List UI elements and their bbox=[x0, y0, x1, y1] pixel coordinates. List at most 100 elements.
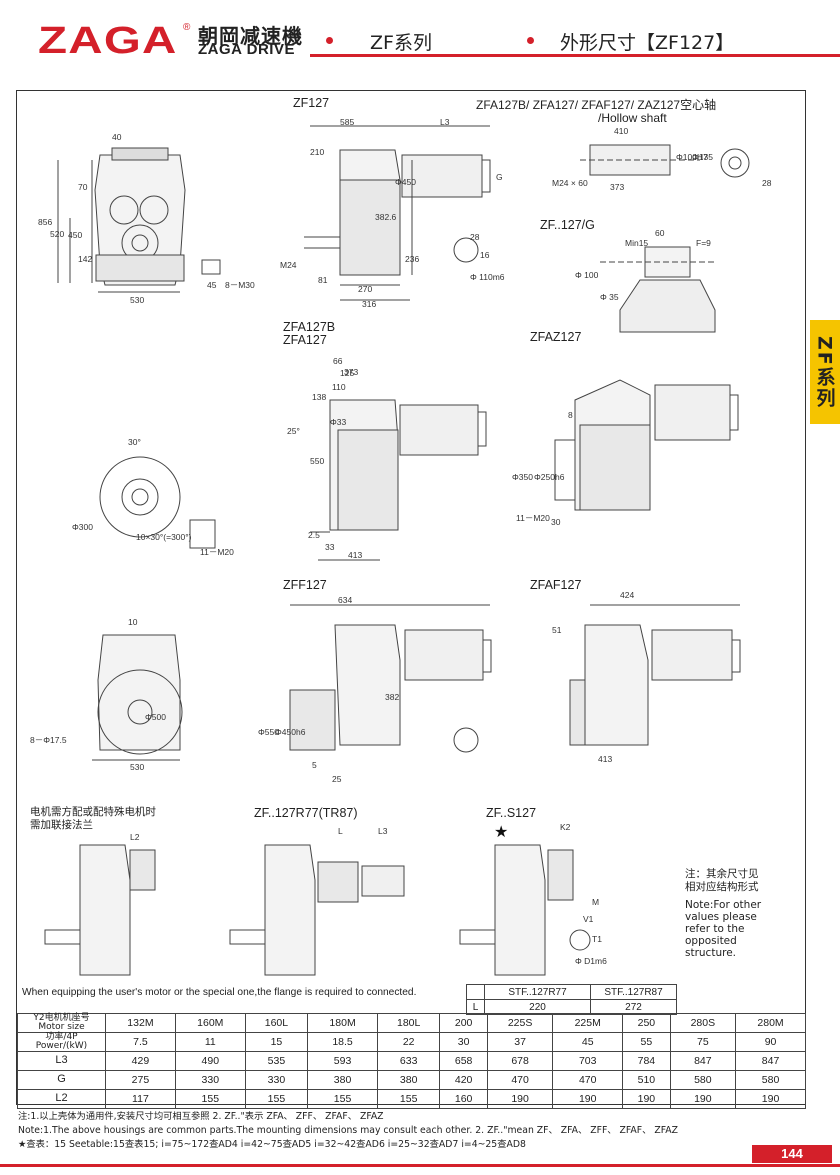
dim-label: V1 bbox=[583, 914, 594, 924]
table-cell: 45 bbox=[552, 1032, 624, 1052]
dim-label: Φ D1m6 bbox=[575, 956, 607, 966]
table-cell: 420 bbox=[439, 1070, 488, 1090]
table-cell: 11 bbox=[174, 1032, 246, 1052]
view-title: ZFA127 bbox=[283, 333, 327, 347]
table-cell: 15 bbox=[244, 1032, 309, 1052]
dim-label: 66 bbox=[333, 356, 343, 366]
table-cell: 132M bbox=[105, 1013, 176, 1033]
registered-mark: ® bbox=[183, 22, 191, 33]
dim-label: 236 bbox=[405, 254, 419, 264]
table-cell: 535 bbox=[244, 1051, 309, 1071]
dim-label: Φ300 bbox=[72, 522, 93, 532]
dim-label: 8－M30 bbox=[225, 280, 255, 290]
dim-label: Φ350 bbox=[512, 472, 533, 482]
motor-note-cn: 电机需方配或配特殊电机时 bbox=[30, 806, 156, 818]
table-cell: 155 bbox=[307, 1089, 378, 1109]
dim-label: 2.5 bbox=[308, 530, 320, 540]
stf-table: STF..127R77 STF..127R87 L 220 272 bbox=[466, 984, 677, 1015]
dim-label: F=9 bbox=[696, 238, 711, 248]
brand-name-en: ZAGA DRIVE bbox=[198, 41, 295, 58]
dim-label: 634 bbox=[338, 595, 352, 605]
table-cell: 510 bbox=[622, 1070, 671, 1090]
dim-label: G bbox=[496, 172, 503, 182]
star-icon: ★ bbox=[494, 824, 509, 841]
row-header: L2 bbox=[17, 1089, 106, 1109]
zff127-front-drawing bbox=[92, 634, 183, 761]
brand-name-cn: 朝岡减速機 bbox=[198, 24, 303, 48]
table-cell: 75 bbox=[669, 1032, 737, 1052]
dim-label: 270 bbox=[358, 284, 372, 294]
dim-label: 11－M20 bbox=[516, 513, 550, 523]
dim-label: 30 bbox=[551, 517, 561, 527]
dim-label: 142 bbox=[78, 254, 92, 264]
dim-label: L2 bbox=[130, 832, 140, 842]
brand-logo: ZAGA bbox=[38, 20, 178, 62]
dim-label: M24 bbox=[280, 260, 297, 270]
equip-note: When equipping the user's motor or the s… bbox=[22, 987, 417, 998]
row-header: L3 bbox=[17, 1051, 106, 1071]
page-title: 外形尺寸【ZF127】 bbox=[560, 32, 735, 54]
dim-label: 8 bbox=[568, 410, 573, 420]
dim-label: 30° bbox=[128, 437, 141, 447]
view-title: ZFAZ127 bbox=[530, 330, 582, 344]
dim-label: Φ33 bbox=[330, 417, 347, 427]
dim-label: Φ450 bbox=[395, 177, 416, 187]
table-cell: 55 bbox=[622, 1032, 671, 1052]
table-cell: 155 bbox=[174, 1089, 246, 1109]
table-cell: 190 bbox=[735, 1089, 806, 1109]
table-cell: 658 bbox=[439, 1051, 488, 1071]
table-cell: 330 bbox=[244, 1070, 309, 1090]
table-cell: 703 bbox=[552, 1051, 624, 1071]
table-cell: 190 bbox=[669, 1089, 737, 1109]
dim-label: 51 bbox=[552, 625, 562, 635]
dim-label: 40 bbox=[112, 132, 122, 142]
dim-label: 382.6 bbox=[375, 212, 397, 222]
dim-label: 5 bbox=[312, 760, 317, 770]
table-cell: 160 bbox=[439, 1089, 488, 1109]
series-label: ZF系列 bbox=[370, 32, 432, 54]
footer-rule bbox=[0, 1164, 840, 1167]
dim-label: 81 bbox=[318, 275, 328, 285]
table-cell: 380 bbox=[376, 1070, 441, 1090]
view-title: ZFAF127 bbox=[530, 578, 582, 592]
dim-label: 382 bbox=[385, 692, 399, 702]
dim-label: 8－Φ17.5 bbox=[30, 735, 67, 745]
table-cell: 280S bbox=[669, 1013, 737, 1033]
dim-label: 10 bbox=[128, 617, 138, 627]
footnote-en: Note:1.The above housings are common par… bbox=[18, 1125, 678, 1136]
dim-label: 25° bbox=[287, 426, 300, 436]
stf-header: STF..127R77 bbox=[484, 984, 591, 1000]
table-cell: 190 bbox=[622, 1089, 671, 1109]
table-cell: 90 bbox=[735, 1032, 806, 1052]
dim-label: 70 bbox=[78, 182, 88, 192]
table-cell: 30 bbox=[439, 1032, 488, 1052]
page-number: 144 bbox=[752, 1145, 832, 1163]
dim-label: 373 bbox=[344, 367, 358, 377]
header-rule bbox=[310, 54, 840, 57]
front-view-drawing bbox=[57, 147, 221, 293]
table-cell: 7.5 bbox=[105, 1032, 176, 1052]
series-side-tab[interactable]: ZF系列 bbox=[810, 320, 840, 424]
dim-label: 450 bbox=[68, 230, 82, 240]
dim-label: Φ135 bbox=[692, 152, 713, 162]
dim-label: 33 bbox=[325, 542, 335, 552]
dim-label: 520 bbox=[50, 229, 64, 239]
table-cell: 580 bbox=[669, 1070, 737, 1090]
table-cell: 784 bbox=[622, 1051, 671, 1071]
footnote-ratio: ★查表：15 Seetable:15查表15; i=75~172查AD4 i=4… bbox=[18, 1139, 526, 1150]
dim-label: Φ 35 bbox=[600, 292, 619, 302]
dim-label: 125 bbox=[340, 368, 354, 378]
table-cell: 847 bbox=[735, 1051, 806, 1071]
zf127-side-drawing bbox=[304, 125, 491, 301]
footnote-cn: 注:1.以上壳体为通用件,安装尺寸均可相互参照 2. ZF.."表示 ZFA、 … bbox=[18, 1111, 384, 1122]
dim-label: 138 bbox=[312, 392, 326, 402]
bullet-icon bbox=[326, 37, 333, 44]
table-cell: 37 bbox=[486, 1032, 554, 1052]
zfa127-drawing bbox=[99, 399, 487, 561]
table-cell: 633 bbox=[376, 1051, 441, 1071]
